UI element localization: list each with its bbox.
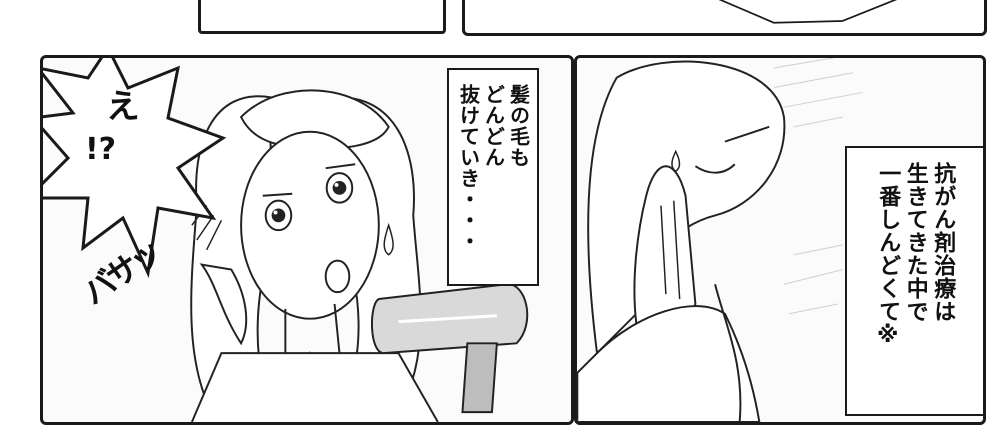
- shout-line-e: え: [99, 88, 140, 123]
- caption-line-3: 一番しんどくて※: [875, 162, 901, 349]
- woman-face-in-hands-illustration: [577, 58, 863, 422]
- caption-line-2: 生きてきた中で: [902, 162, 928, 323]
- caption-line-1: 抗がん剤治療は: [930, 162, 956, 323]
- shout-text-exclaim: !?: [85, 132, 117, 167]
- shout-text: え: [98, 88, 141, 123]
- top-panel-art: [718, 0, 898, 24]
- caption-text-chemotherapy: 抗がん剤治療は 生きてきた中で 一番しんどくて※: [874, 162, 957, 349]
- caption-line-3: 抜けていき・・・: [456, 84, 481, 252]
- caption-box-chemotherapy: 抗がん剤治療は 生きてきた中で 一番しんどくて※: [845, 146, 983, 416]
- caption-text-hair-loss: 髪の毛も どんどん 抜けていき・・・: [456, 84, 531, 252]
- shout-burst-balloon: [43, 58, 227, 278]
- woman-hairdryer-illustration: [190, 89, 529, 422]
- caption-box-hair-loss: 髪の毛も どんどん 抜けていき・・・: [447, 68, 539, 286]
- top-panel-right-fragment: [462, 0, 987, 36]
- top-panel-left-fragment: [198, 0, 446, 34]
- caption-line-1: 髪の毛も: [506, 84, 531, 168]
- comic-panel-hair-loss: え !? バサッ 髪の毛も どんどん 抜けていき・・・: [40, 55, 574, 425]
- comic-panel-chemotherapy: 抗がん剤治療は 生きてきた中で 一番しんどくて※: [574, 55, 986, 425]
- caption-line-2: どんどん: [481, 84, 506, 168]
